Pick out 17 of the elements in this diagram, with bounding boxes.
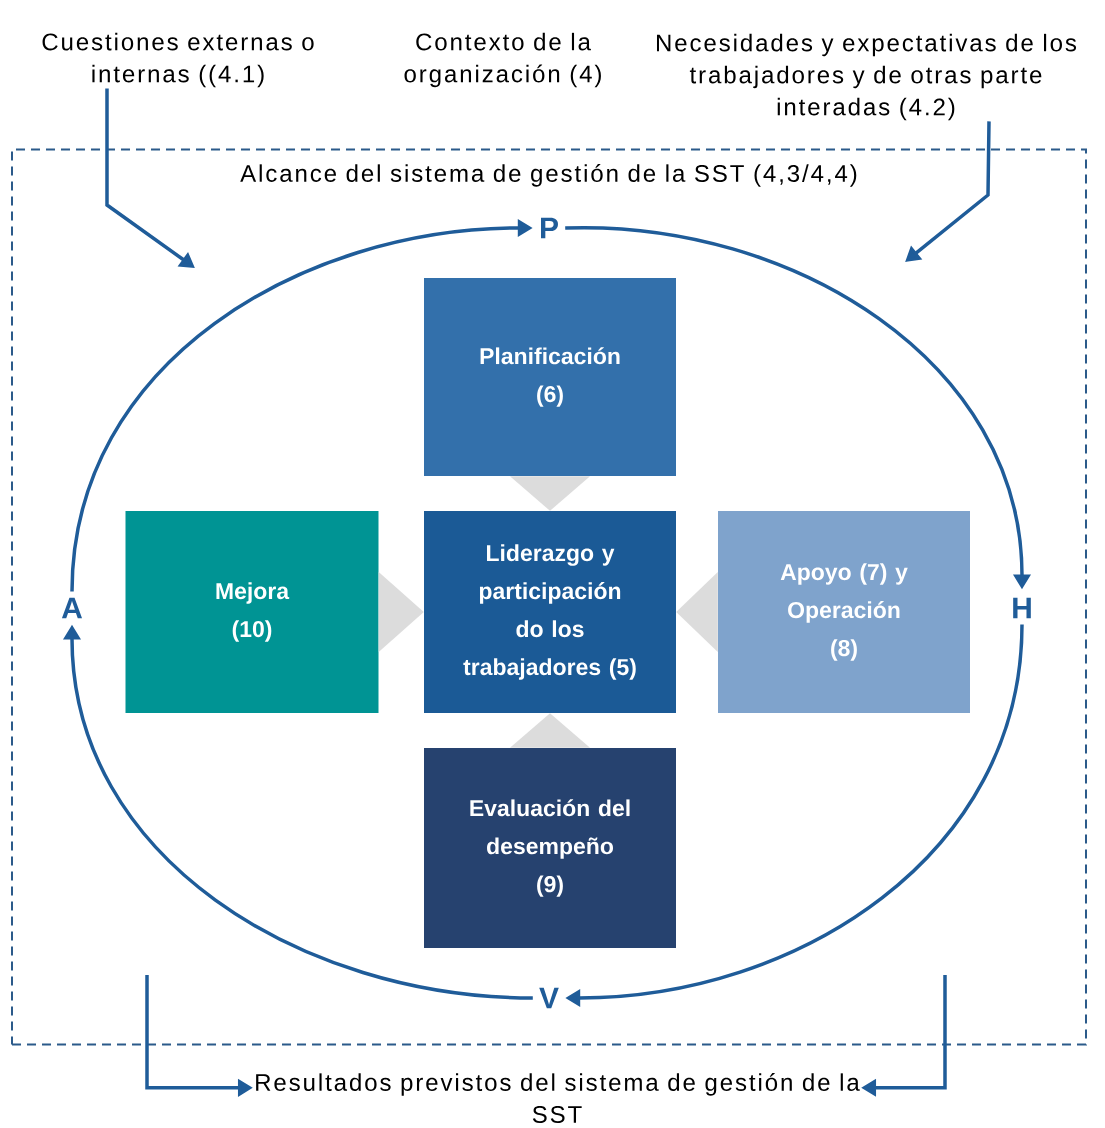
cycle-letter: H [1013,597,1031,619]
heading-text: Resultados previstos del sistema de gestión de la SST [256,1073,860,1123]
chevron [378,572,424,652]
heading-text: Cuestiones externas o internas ((4.1) [42,32,314,88]
cycle-letter: V [539,987,559,1009]
process-box: Liderazgo y participación do los trabajadores (5) [424,511,676,713]
chevron [510,713,590,748]
cycle-letter: A [61,597,83,619]
process-box: Mejora (10) [125,511,379,713]
process-box: Evaluación del desempeño (9) [424,748,676,948]
heading-text: Contexto de la organización (4) [404,32,601,88]
cycle-letter: P [541,217,558,239]
chevron [510,476,590,511]
heading-text: Necesidades y expectativas de los trabajadores y de otras parte interadas (4.2) [657,33,1077,121]
chevron [676,572,718,652]
process-box: Planificación (6) [424,278,676,476]
process-box: Apoyo (7) y Operación (8) [718,511,970,713]
